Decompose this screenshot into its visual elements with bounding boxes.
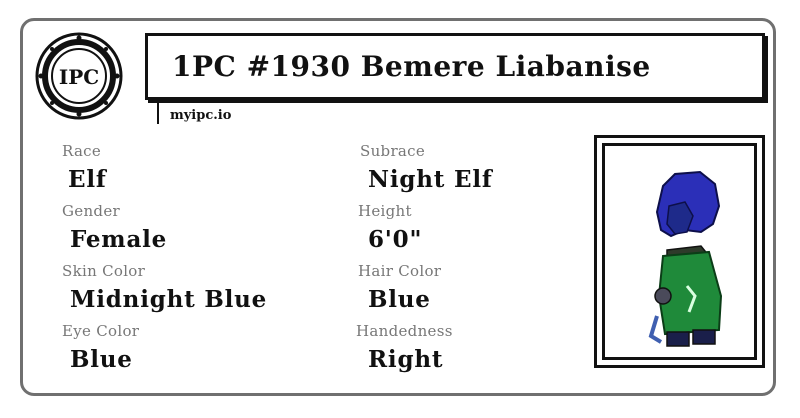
title-connector: [157, 100, 159, 124]
skin-color-value: Midnight Blue: [70, 286, 268, 313]
height-value: 6'0": [368, 226, 423, 253]
title-box: 1PC #1930 Bemere Liabanise: [145, 33, 765, 100]
site-link[interactable]: myipc.io: [170, 108, 232, 123]
eye-color-label: Eye Color: [62, 322, 140, 340]
character-title: 1PC #1930 Bemere Liabanise: [172, 50, 651, 83]
skin-color-label: Skin Color: [62, 262, 146, 280]
handedness-label: Handedness: [356, 322, 453, 340]
eye-color-value: Blue: [70, 346, 133, 373]
gender-value: Female: [70, 226, 168, 253]
race-label: Race: [62, 142, 102, 160]
hair-color-value: Blue: [368, 286, 431, 313]
logo-text: IPC: [59, 65, 99, 89]
gender-label: Gender: [62, 202, 120, 220]
ipc-seal-logo: IPC: [35, 32, 123, 120]
portrait-inner-border: [602, 143, 757, 360]
height-label: Height: [358, 202, 412, 220]
handedness-value: Right: [368, 346, 444, 373]
subrace-label: Subrace: [360, 142, 426, 160]
character-sprite: [648, 170, 723, 347]
race-value: Elf: [68, 166, 107, 193]
hair-color-label: Hair Color: [358, 262, 442, 280]
portrait-frame: [594, 135, 765, 368]
subrace-value: Night Elf: [368, 166, 493, 193]
